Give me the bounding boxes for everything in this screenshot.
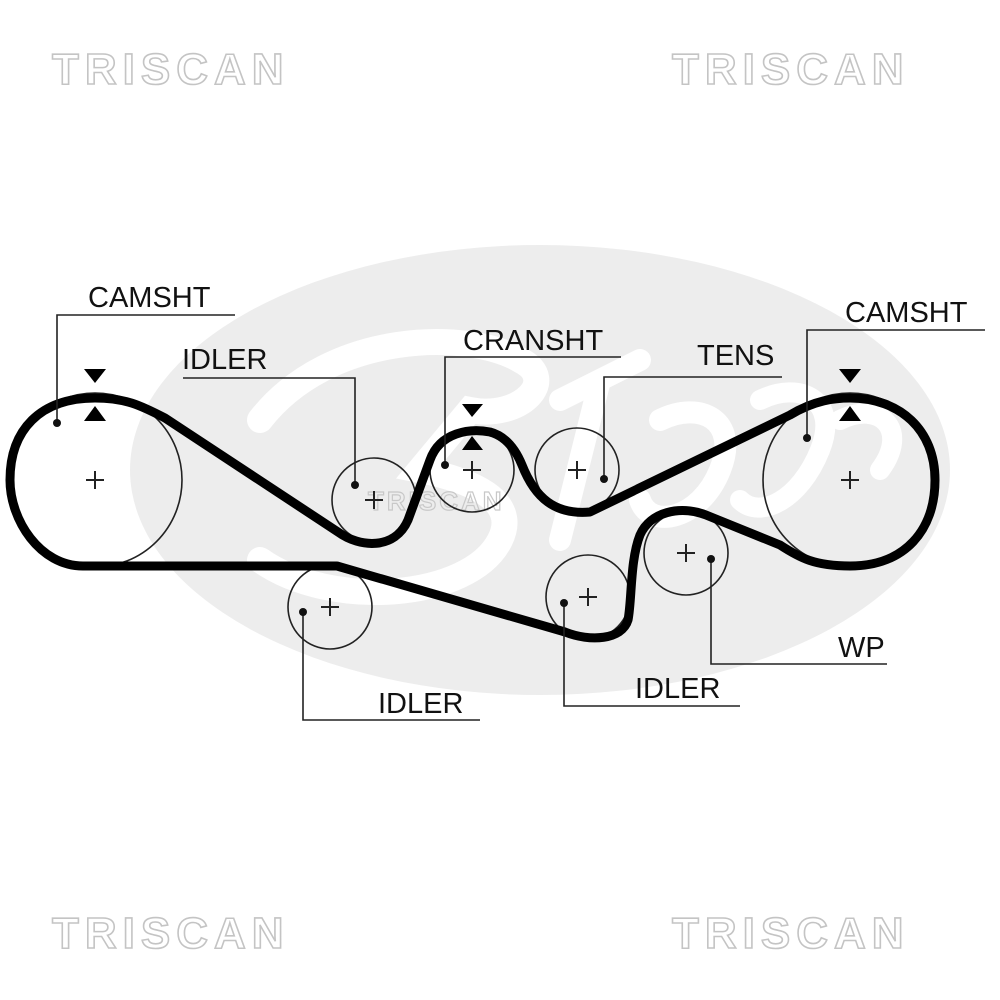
- timing-mark-camshaft-right: [839, 369, 861, 421]
- label-idler-upper: IDLER: [182, 344, 267, 376]
- watermark-center: TRISCAN: [368, 486, 505, 516]
- leader-camshaft-right: [803, 329, 985, 442]
- leader-camshaft-left: [53, 314, 235, 427]
- leader-water-pump: [707, 555, 887, 665]
- watermark-top-left: TRISCAN: [52, 45, 290, 94]
- label-crankshaft: CRANSHT: [463, 325, 603, 357]
- leader-idler-upper: [183, 377, 359, 489]
- watermark-top-right: TRISCAN: [672, 45, 910, 94]
- label-tensioner: TENS: [697, 340, 774, 372]
- timing-mark-camshaft-left: [84, 369, 106, 421]
- label-camshaft-left: CAMSHT: [88, 282, 211, 314]
- timing-belt: [5, 393, 940, 643]
- leader-idler-lower-left: [299, 608, 480, 721]
- label-water-pump: WP: [838, 632, 885, 664]
- label-camshaft-right: CAMSHT: [845, 297, 968, 329]
- leader-crankshaft: [441, 356, 621, 469]
- leader-idler-lower-right: [560, 599, 740, 707]
- leader-tensioner: [600, 376, 782, 483]
- watermark-bottom-right: TRISCAN: [672, 909, 910, 958]
- label-idler-lower-right: IDLER: [635, 673, 720, 705]
- label-idler-lower-left: IDLER: [378, 688, 463, 720]
- watermark-bottom-left: TRISCAN: [52, 909, 290, 958]
- timing-mark-crankshaft: [462, 404, 483, 450]
